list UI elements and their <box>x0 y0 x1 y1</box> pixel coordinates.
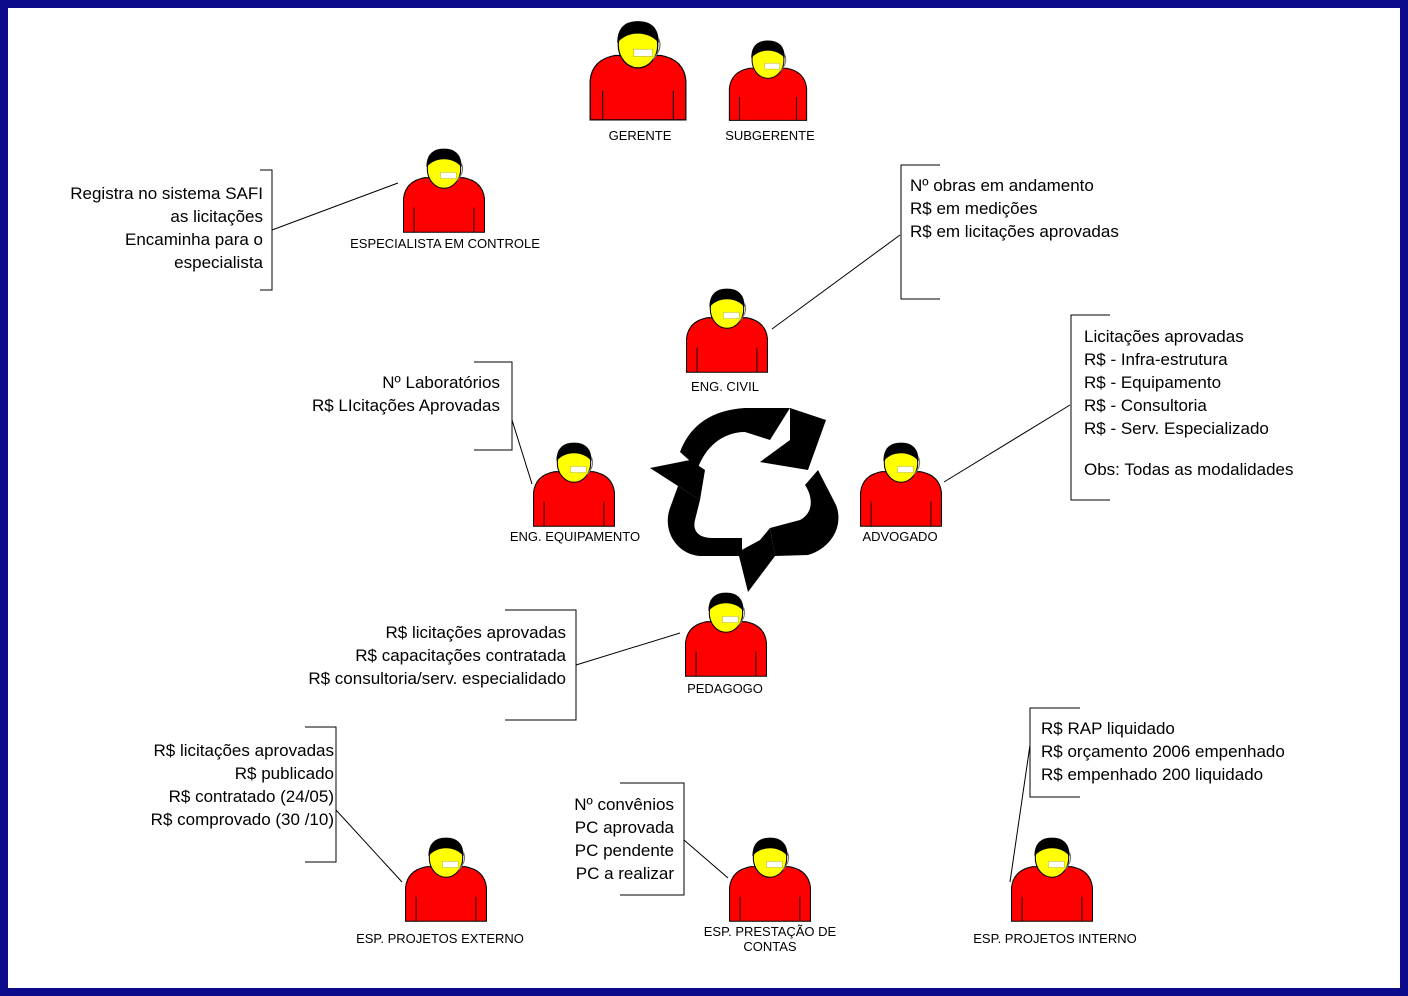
note-line: R$ orçamento 2006 empenhado <box>1041 742 1285 761</box>
bracket-esp-projetos-interno <box>1029 707 1080 798</box>
person-icon-subgerente <box>728 40 808 121</box>
note-pedagogo: R$ licitações aprovadas R$ capacitações … <box>308 621 566 690</box>
connector-pedagogo <box>575 632 681 666</box>
brackets <box>260 164 1110 896</box>
note-line: R$ empenhado 200 liquidado <box>1041 765 1264 784</box>
note-line: PC a realizar <box>575 864 674 883</box>
role-label-esp-prestacao-contas-line2: CONTAS <box>743 939 797 954</box>
note-esp-projetos-interno: R$ RAP liquidado R$ orçamento 2006 empen… <box>1041 717 1285 786</box>
role-label-subgerente: SUBGERENTE <box>725 128 815 143</box>
note-line: R$ comprovado (30 /10) <box>150 810 334 829</box>
role-label-esp-prestacao-contas-line1: ESP. PRESTAÇÃO DE <box>703 924 837 939</box>
person-icon-advogado <box>859 442 943 527</box>
connector-eng-civil <box>771 234 901 330</box>
note-esp-projetos-externo: R$ licitações aprovadas R$ publicado R$ … <box>151 739 334 831</box>
recycle-icon <box>650 408 839 592</box>
role-label-eng-equipamento: ENG. EQUIPAMENTO <box>509 529 641 544</box>
connector-advogado <box>943 404 1071 483</box>
role-label-esp-projetos-externo: ESP. PROJETOS EXTERNO <box>356 931 524 946</box>
note-line: Obs: Todas as modalidades <box>1084 460 1294 479</box>
connector-esp-projetos-externo <box>335 809 403 883</box>
note-line: R$ em medições <box>910 199 1038 218</box>
connector-especialista-controle <box>271 182 399 231</box>
person-icon-esp-prestacao-contas <box>728 837 812 922</box>
note-line: Nº convênios <box>574 795 674 814</box>
note-line: R$ publicado <box>234 764 334 783</box>
role-label-eng-civil: ENG. CIVIL <box>691 379 759 394</box>
note-line: Nº obras em andamento <box>910 176 1094 195</box>
person-icon-esp-projetos-externo <box>404 837 488 922</box>
person-icon-gerente <box>589 20 687 121</box>
slide-canvas <box>8 8 1400 988</box>
person-icon-eng-equipamento <box>532 442 616 527</box>
note-line: R$ contratado (24/05) <box>168 787 334 806</box>
note-esp-prestacao-contas: Nº convênios PC aprovada PC pendente PC … <box>574 793 674 885</box>
bracket-esp-prestacao-contas <box>620 782 685 896</box>
person-icon-pedagogo <box>684 592 768 677</box>
person-icon-especialista-controle <box>402 148 486 233</box>
note-line: R$ licitações aprovadas <box>385 623 566 642</box>
note-line: especialista <box>174 253 263 272</box>
role-label-esp-projetos-interno: ESP. PROJETOS INTERNO <box>973 931 1137 946</box>
note-line: R$ licitações aprovadas <box>153 741 334 760</box>
connector-esp-prestacao-contas <box>683 839 729 879</box>
bracket-eng-civil <box>900 164 940 300</box>
note-line: Licitações aprovadas <box>1084 327 1244 346</box>
role-label-pedagogo: PEDAGOGO <box>687 681 763 696</box>
note-line: Encaminha para o <box>125 230 263 249</box>
person-icon-esp-projetos-interno <box>1010 837 1094 922</box>
note-line: PC aprovada <box>574 818 674 837</box>
note-line: as licitações <box>170 207 263 226</box>
person-icon-eng-civil <box>685 288 769 373</box>
note-line: R$ - Serv. Especializado <box>1084 419 1269 438</box>
note-advogado: Licitações aprovadas R$ - Infra-estrutur… <box>1084 325 1293 481</box>
role-label-advogado: ADVOGADO <box>862 529 938 544</box>
connector-esp-projetos-interno <box>1009 744 1031 883</box>
bracket-esp-projetos-externo <box>305 726 337 863</box>
note-line: Nº Laboratórios <box>382 373 500 392</box>
bracket-eng-equipamento <box>474 361 513 451</box>
note-line: Registra no sistema SAFI <box>70 184 263 203</box>
note-line: R$ capacitações contratada <box>355 646 566 665</box>
note-line: R$ RAP liquidado <box>1041 719 1175 738</box>
role-label-gerente: GERENTE <box>608 128 672 143</box>
connector-eng-equipamento <box>511 419 533 485</box>
connectors <box>271 182 1071 883</box>
note-line: R$ - Consultoria <box>1084 396 1207 415</box>
note-line <box>1084 440 1293 458</box>
bracket-especialista-controle <box>260 169 273 291</box>
role-label-esp-prestacao-contas: ESP. PRESTAÇÃO DE CONTAS <box>680 924 860 954</box>
note-line: R$ LIcitações Aprovadas <box>311 396 500 415</box>
note-line: R$ consultoria/serv. especialidado <box>308 669 566 688</box>
note-line: R$ - Infra-estrutura <box>1084 350 1228 369</box>
note-especialista-controle: Registra no sistema SAFI as licitações E… <box>70 182 263 274</box>
note-line: R$ - Equipamento <box>1084 373 1222 392</box>
role-label-especialista-controle: ESPECIALISTA EM CONTROLE <box>350 236 540 251</box>
bracket-advogado <box>1070 314 1110 501</box>
note-eng-equipamento: Nº Laboratórios R$ LIcitações Aprovadas <box>312 371 500 417</box>
bracket-pedagogo <box>505 609 577 721</box>
note-line: R$ em licitações aprovadas <box>910 222 1119 241</box>
note-eng-civil: Nº obras em andamento R$ em medições R$ … <box>910 174 1119 243</box>
note-line: PC pendente <box>574 841 674 860</box>
